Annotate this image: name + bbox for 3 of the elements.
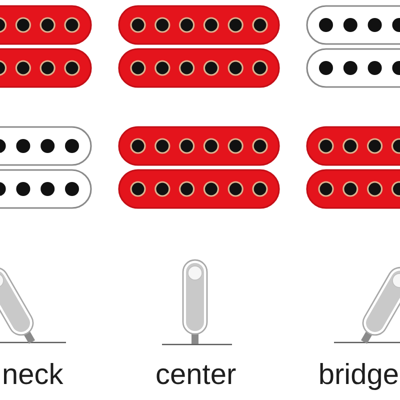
switch-position-label: bridge: [318, 358, 399, 392]
switch-position-label: neck: [2, 358, 64, 392]
switch-position-label: center: [156, 358, 236, 392]
